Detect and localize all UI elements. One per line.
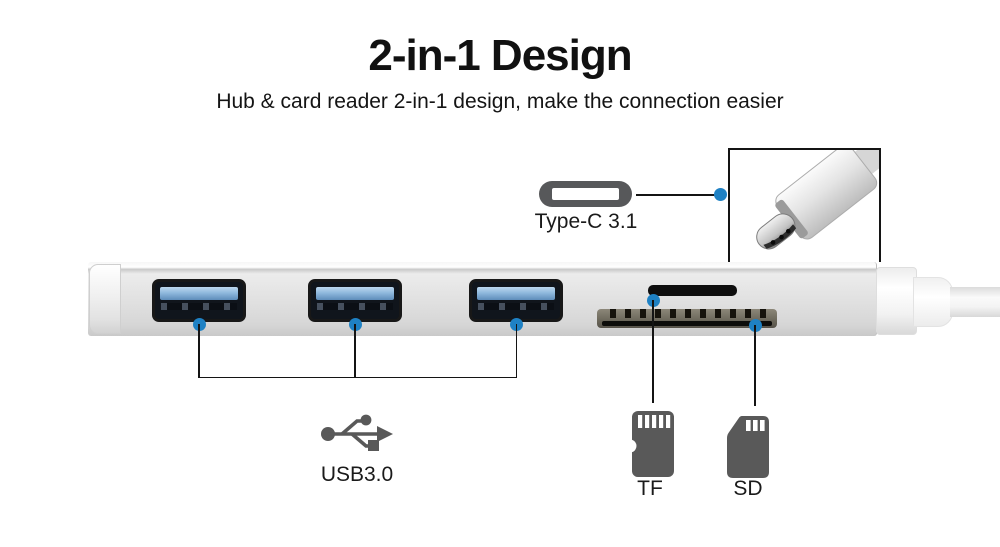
tf-label: TF: [637, 477, 663, 500]
usb-port-2-tongue: [316, 287, 394, 300]
usb-port-2-pins: [317, 303, 393, 310]
usb-label: USB3.0: [320, 463, 394, 486]
usb-trident-icon: [321, 414, 393, 451]
usb-port-1-tongue: [160, 287, 238, 300]
usb-port-1-callout-line: [198, 324, 200, 378]
sd-card-slot-opening: [602, 321, 772, 326]
usb-port-1-pins: [161, 303, 237, 310]
sd-callout-line: [754, 325, 756, 406]
usb-port-1: [152, 279, 246, 322]
typec-connector-icon: [539, 181, 632, 207]
typec-callout-line: [636, 194, 716, 196]
page-title: 2-in-1 Design: [368, 31, 632, 80]
tf-card-slot: [648, 285, 737, 296]
hub-left-end-cap: [89, 264, 121, 334]
hub-cable: [950, 287, 1000, 317]
usb-port-2-callout-line: [354, 324, 356, 378]
typec-callout-dot: [714, 188, 727, 201]
typec-connector-icon-inner: [552, 188, 619, 200]
usb-port-3-pins: [478, 303, 554, 310]
sd-card-icon: [727, 416, 769, 478]
sd-label: SD: [733, 477, 763, 500]
typec-plug-image: [756, 150, 879, 250]
sd-card-slot: [597, 309, 777, 328]
tf-callout-line: [652, 300, 654, 403]
typec-label: Type-C 3.1: [534, 210, 638, 233]
usb-port-2: [308, 279, 402, 322]
usb-port-3-tongue: [477, 287, 555, 300]
tf-microsd-card-icon: [627, 411, 674, 477]
hub-right-strain-relief: [876, 267, 917, 335]
usb-port-3: [469, 279, 563, 322]
usb-port-3-callout-line: [515, 324, 517, 378]
usb-callout-joiner-line: [198, 376, 517, 378]
typec-plug-callout-box: [728, 148, 881, 262]
sd-card-slot-teeth: [601, 309, 773, 318]
hub-right-cable-boot: [913, 277, 953, 327]
page-subtitle: Hub & card reader 2-in-1 design, make th…: [216, 90, 784, 113]
